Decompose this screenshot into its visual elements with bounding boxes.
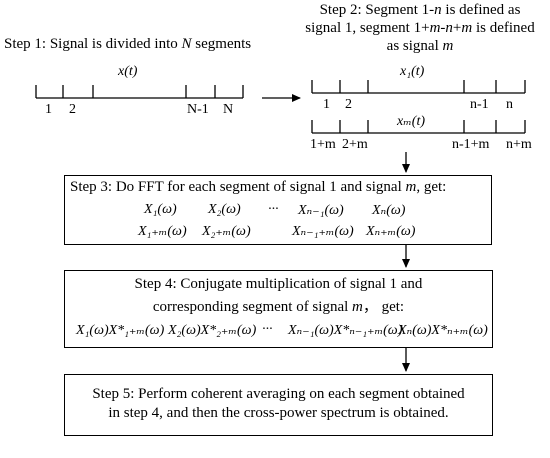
step2-signalm-tick-2: 2+m <box>342 137 368 152</box>
step1-tick-n-1: N-1 <box>187 102 209 117</box>
step2-signal1-tick-1: 1 <box>323 97 330 112</box>
step2-signalm-tick-n: n+m <box>506 137 532 152</box>
step4-product-1: X₁(ω)X*₁₊ₘ(ω) <box>76 323 165 338</box>
step3-xn-1: Xₙ₋₁(ω) <box>298 203 344 218</box>
step2-signalm-tick-n-1: n-1+m <box>452 137 490 152</box>
step1-tick-n: N <box>223 102 234 117</box>
step4-line1: Step 4: Conjugate multiplication of sign… <box>134 276 423 292</box>
step2-title-line3: as signal m <box>386 38 454 54</box>
step2-title-line1: Step 2: Segment 1-n is defined as <box>319 2 521 18</box>
step3-x1m: X₁₊ₘ(ω) <box>138 224 187 239</box>
step5-line2: in step 4, and then the cross-power spec… <box>108 405 449 421</box>
step3-x2m: X₂₊ₘ(ω) <box>202 224 251 239</box>
step5-line1: Step 5: Perform coherent averaging on ea… <box>92 386 465 402</box>
step2-signal1-tick-2: 2 <box>345 97 352 112</box>
step1-tick-2: 2 <box>69 102 76 117</box>
step1-tick-1: 1 <box>45 102 52 117</box>
step3-ellipsis: ··· <box>268 202 279 217</box>
step1-title: Step 1: Signal is divided into N segment… <box>4 36 252 52</box>
step2-title-line2: signal 1, segment 1+m-n+m is defined <box>305 20 535 36</box>
step2-signalm-tick-1: 1+m <box>310 137 336 152</box>
step2-signal1-tick-n: n <box>506 97 513 112</box>
step2-signal1-label: x₁(t) <box>400 64 425 79</box>
step3-x1: X₁(ω) <box>144 202 177 217</box>
step4-line2: corresponding segment of signal m， get: <box>152 299 405 315</box>
step3-box <box>64 175 492 245</box>
step2-signal1-tick-n-1: n-1 <box>470 97 489 112</box>
step5-box <box>64 374 493 436</box>
step3-title: Step 3: Do FFT for each segment of signa… <box>70 179 447 195</box>
step2-signal1-timeline <box>311 80 526 94</box>
step4-product-n: Xₙ(ω)X*ₙ₊ₘ(ω) <box>398 323 488 338</box>
step3-xn: Xₙ(ω) <box>372 203 406 218</box>
step3-x2: X₂(ω) <box>208 202 241 217</box>
step4-ellipsis: ··· <box>262 322 273 337</box>
step3-xn-1m: Xₙ₋₁₊ₘ(ω) <box>292 224 354 239</box>
step4-product-n-1: Xₙ₋₁(ω)X*ₙ₋₁₊ₘ(ω) <box>288 323 403 338</box>
step4-box <box>64 270 493 348</box>
step4-product-2: X₂(ω)X*₂₊ₘ(ω) <box>168 323 257 338</box>
step2-signalm-label: xₘ(t) <box>397 114 426 129</box>
step3-xnm: Xₙ₊ₘ(ω) <box>366 224 416 239</box>
step1-signal-label: x(t) <box>118 64 138 79</box>
step2-signalm-timeline <box>311 120 526 134</box>
step1-timeline <box>35 85 244 99</box>
